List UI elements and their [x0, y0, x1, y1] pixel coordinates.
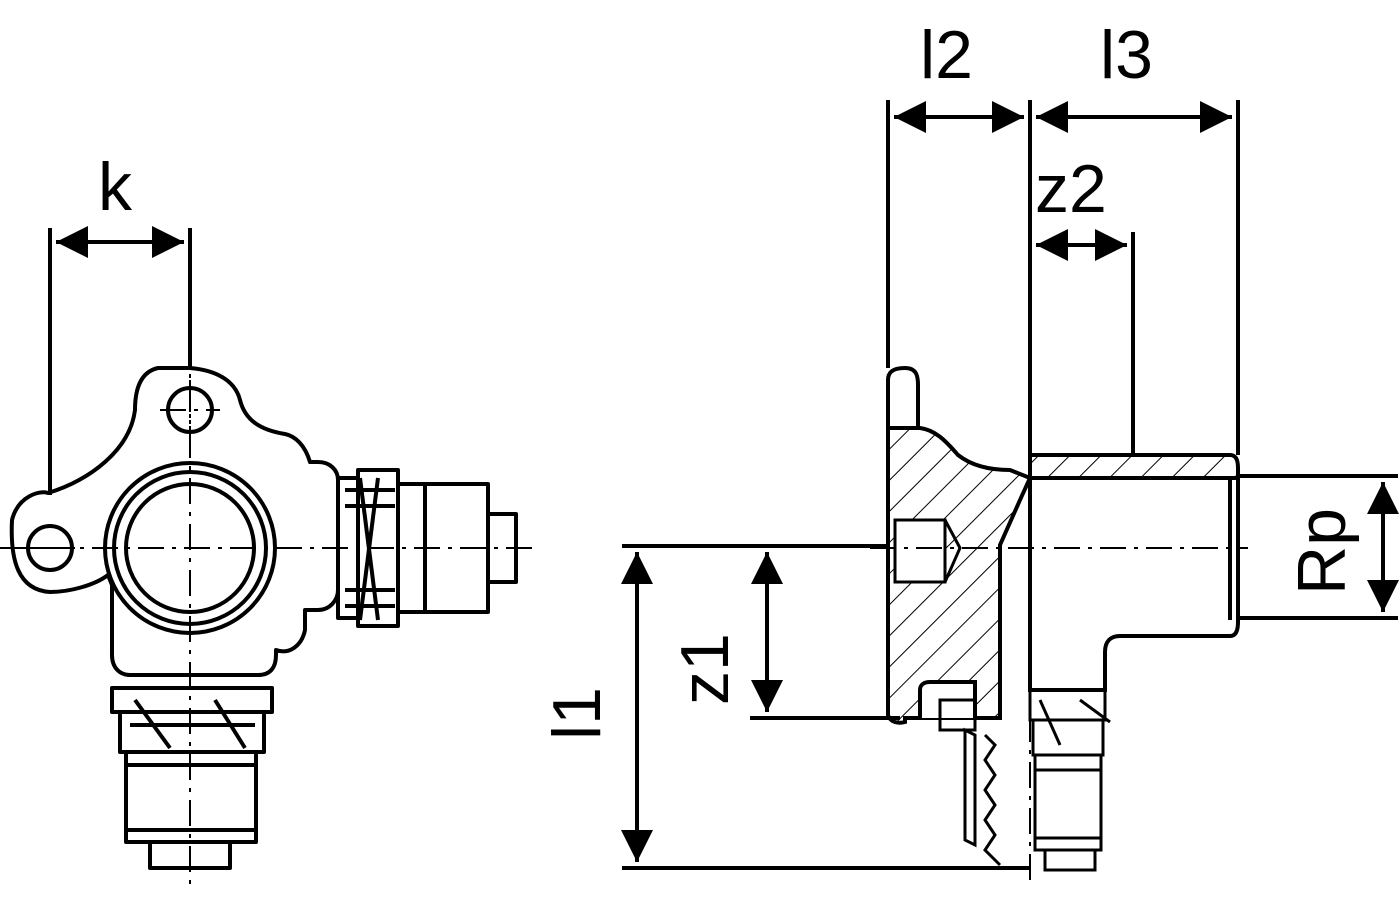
dimension-extension-lines [622, 100, 1398, 870]
section-view [886, 365, 1240, 872]
section-bottom-connector [938, 688, 1111, 872]
front-view [9, 366, 518, 870]
dimension-k [48, 226, 192, 495]
label-z1: z1 [667, 633, 743, 705]
label-rp: Rp [1284, 508, 1360, 595]
section-centerlines [870, 440, 1248, 880]
label-k: k [98, 149, 133, 225]
outlet-body [998, 478, 1240, 718]
fitting-body-outline [9, 366, 340, 677]
label-l3: l3 [1100, 17, 1153, 93]
plate-bore [893, 518, 947, 584]
label-l2: l2 [920, 17, 973, 93]
bottom-connector [110, 686, 274, 870]
label-l1: l1 [539, 687, 615, 740]
label-z2: z2 [1035, 151, 1107, 227]
plate-top-nub [886, 365, 920, 428]
wall-plate-section [886, 426, 1033, 725]
front-centerlines [0, 340, 535, 890]
outlet-wall-top [1028, 453, 1240, 480]
